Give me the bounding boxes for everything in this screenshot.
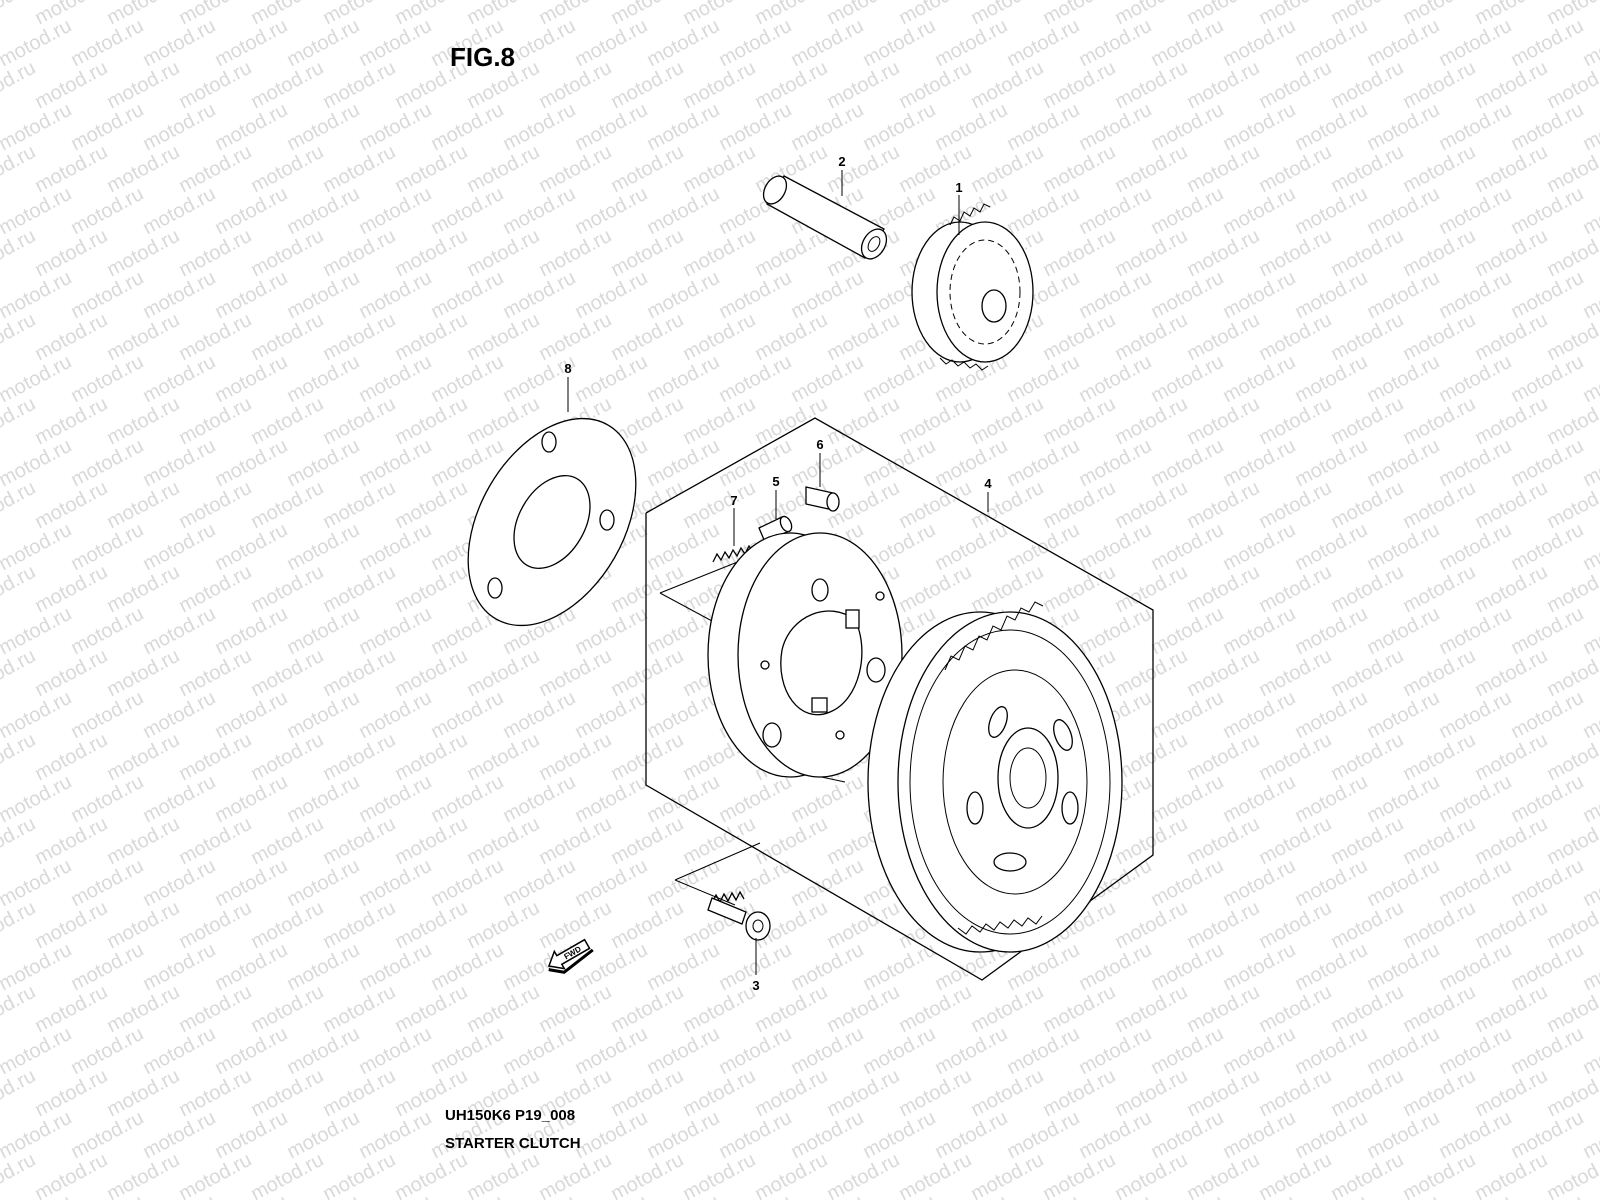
figure-title: FIG.8 [450,42,516,72]
fwd-arrow-icon: FWD [547,938,594,974]
callout-4: 4 [984,476,992,491]
starter-driven-gear [867,601,1123,953]
part-3-bolt [707,890,771,941]
part-5-roller [758,515,793,543]
callout-7: 7 [730,493,737,508]
assembly-box-outline [645,417,1154,981]
callout-3: 3 [752,978,759,993]
part-6-cap [805,486,840,512]
callout-8: 8 [564,361,571,376]
callout-5: 5 [772,474,779,489]
callout-2: 2 [838,154,845,169]
part-8-washer [467,417,637,627]
callout-6: 6 [816,437,823,452]
figure-code: UH150K6 P19_008 [445,1107,576,1124]
part-2-shaft [762,175,888,260]
callout-1: 1 [955,180,962,195]
part-1-idle-gear [911,203,1034,371]
figure-name: STARTER CLUTCH [445,1135,581,1152]
one-way-clutch-body [707,532,903,778]
